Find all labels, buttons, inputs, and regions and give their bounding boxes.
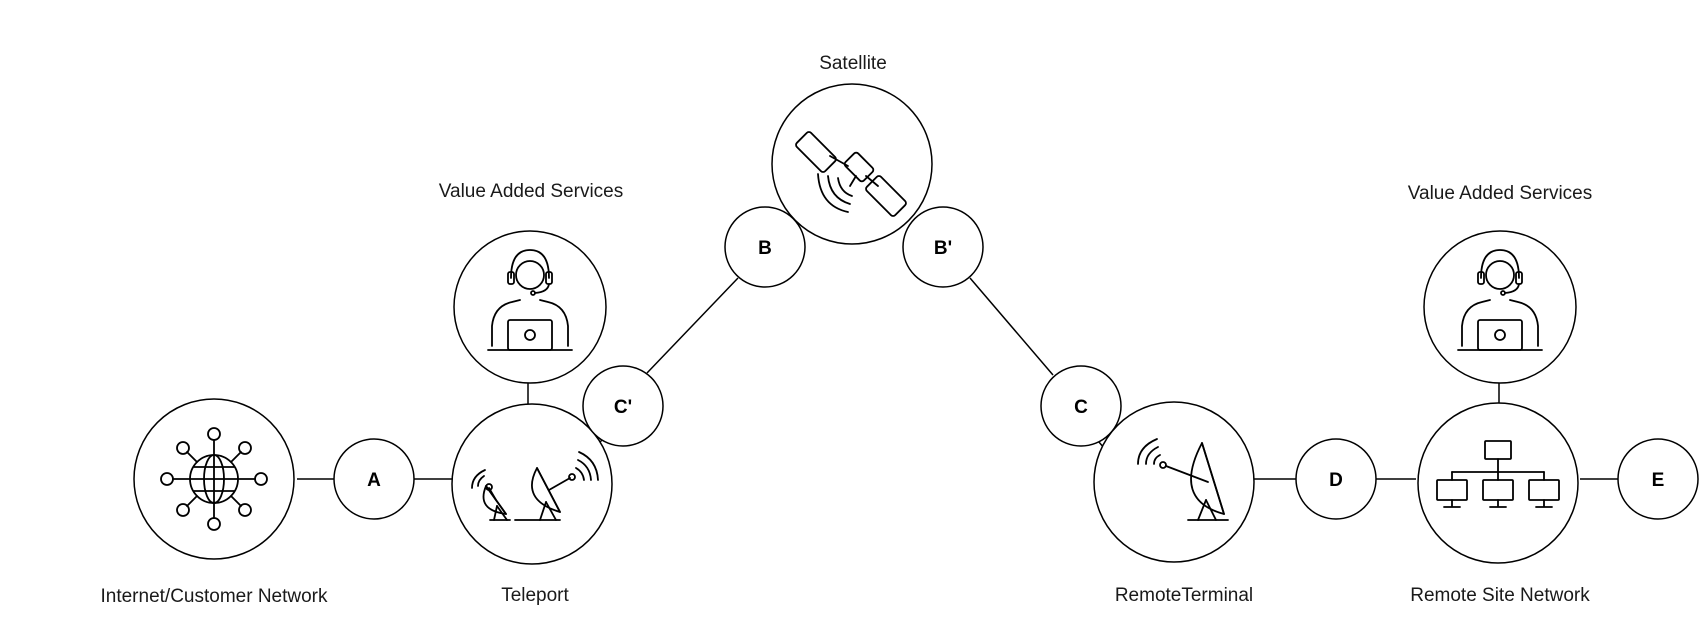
point-c: C (1040, 365, 1122, 447)
vas-left-node: Value Added Services (439, 181, 624, 384)
vas-right-label: Value Added Services (1408, 183, 1593, 204)
teleport-node: Teleport (451, 403, 613, 606)
point-d: D (1295, 438, 1377, 520)
vas-right-node: Value Added Services (1408, 183, 1593, 384)
point-c-prime-label: C' (614, 397, 632, 418)
point-c-prime: C' (582, 365, 664, 447)
satellite-label: Satellite (819, 53, 887, 74)
satellite-dish-icon (1137, 438, 1229, 521)
link-cprime-b (646, 277, 739, 374)
point-a: A (333, 438, 415, 520)
support-agent-icon (487, 249, 573, 351)
teleport-label: Teleport (501, 585, 569, 606)
satellite-icon (795, 131, 907, 217)
internet-node: Internet/Customer Network (100, 398, 328, 607)
globe-network-icon (160, 427, 268, 531)
point-b-prime-label: B' (934, 238, 952, 259)
remote-terminal-label: RemoteTerminal (1115, 585, 1253, 606)
point-b: B (724, 206, 806, 288)
point-c-label: C (1074, 397, 1088, 418)
vas-left-label: Value Added Services (439, 181, 624, 202)
remote-terminal-node: RemoteTerminal (1093, 401, 1255, 606)
support-agent-icon (1457, 249, 1543, 351)
point-e: E (1617, 438, 1699, 520)
remote-site-label: Remote Site Network (1410, 585, 1590, 606)
network-hierarchy-icon (1436, 440, 1560, 508)
point-e-label: E (1652, 470, 1665, 491)
dual-satellite-dish-icon (471, 451, 599, 521)
point-a-label: A (367, 470, 381, 491)
point-d-label: D (1329, 470, 1343, 491)
point-b-prime: B' (902, 206, 984, 288)
satellite-node: Satellite (771, 53, 933, 245)
internet-label: Internet/Customer Network (100, 586, 328, 607)
link-bprime-c (969, 277, 1054, 376)
remote-site-node: Remote Site Network (1410, 402, 1590, 606)
point-b-label: B (758, 238, 772, 259)
